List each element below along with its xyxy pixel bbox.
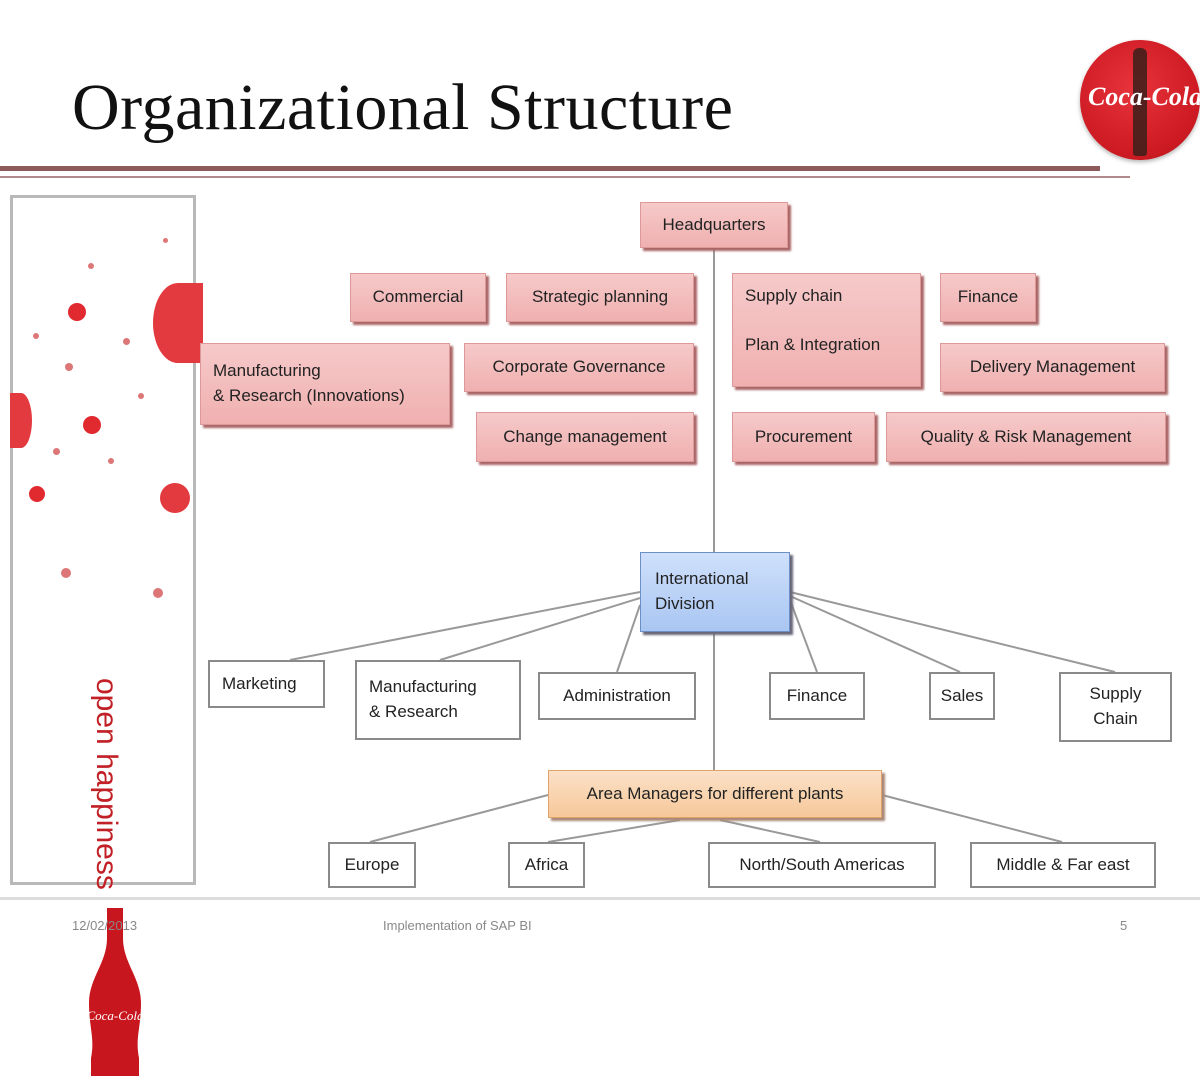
footer-divider <box>0 897 1200 900</box>
bubble-icon <box>138 393 144 399</box>
connector-line <box>719 819 821 843</box>
decorative-side-panel: open happiness Coca-Cola <box>10 195 203 1076</box>
node-supply-chain-plan: Supply chain Plan & Integration <box>732 273 921 387</box>
page-number: 5 <box>1120 918 1128 933</box>
node-international-division: International Division <box>640 552 790 632</box>
node-middle-far-east: Middle & Far east <box>970 842 1156 888</box>
coca-cola-logo: Coca-Cola <box>1080 40 1200 160</box>
bubble-icon <box>29 486 45 502</box>
logo-text: Coca-Cola <box>1088 82 1200 111</box>
connector-lines <box>289 248 1116 843</box>
bubble-icon <box>108 458 114 464</box>
bubble-icon <box>153 588 163 598</box>
connector-line <box>789 599 818 673</box>
bubble-icon <box>153 283 203 363</box>
bubble-icon <box>123 338 130 345</box>
bubble-icon <box>61 568 71 578</box>
footer-date: 12/02/2013 <box>72 918 138 933</box>
footer-title: Implementation of SAP BI <box>383 918 532 933</box>
node-marketing: Marketing <box>208 660 325 708</box>
slide-title: Organizational Structure <box>72 71 734 144</box>
bubble-icon <box>163 238 168 243</box>
node-corporate-governance: Corporate Governance <box>464 343 694 392</box>
node-quality-risk-management: Quality & Risk Management <box>886 412 1166 462</box>
node-finance-intl: Finance <box>769 672 865 720</box>
bubble-icon <box>83 416 101 434</box>
node-finance-hq: Finance <box>940 273 1036 322</box>
node-africa: Africa <box>508 842 585 888</box>
node-change-management: Change management <box>476 412 694 462</box>
node-procurement: Procurement <box>732 412 875 462</box>
title-divider <box>0 166 1100 171</box>
bubble-icon <box>10 393 32 448</box>
bubble-icon <box>33 333 39 339</box>
node-europe: Europe <box>328 842 416 888</box>
logo-bottle-icon <box>1133 48 1147 156</box>
node-strategic-planning: Strategic planning <box>506 273 694 322</box>
node-manufacturing-research-innovations: Manufacturing & Research (Innovations) <box>200 343 450 425</box>
node-area-managers: Area Managers for different plants <box>548 770 882 818</box>
node-headquarters: Headquarters <box>640 202 788 248</box>
bubble-icon <box>65 363 73 371</box>
node-administration: Administration <box>538 672 696 720</box>
connector-line <box>547 819 681 843</box>
bubble-icon <box>88 263 94 269</box>
connector-line <box>616 604 641 673</box>
bottle-label: Coca-Cola <box>86 1008 144 1023</box>
node-sales: Sales <box>929 672 995 720</box>
node-commercial: Commercial <box>350 273 486 322</box>
node-supply-chain-intl: Supply Chain <box>1059 672 1172 742</box>
connector-line <box>289 591 641 661</box>
bubble-icon <box>160 483 190 513</box>
bubble-icon <box>53 448 60 455</box>
bubble-icon <box>68 303 86 321</box>
connector-line <box>789 595 961 673</box>
node-north-south-americas: North/South Americas <box>708 842 936 888</box>
title-divider-thin <box>0 176 1130 178</box>
connector-line <box>439 597 641 661</box>
connector-line <box>881 794 1063 843</box>
connector-line <box>369 794 549 843</box>
connector-line <box>789 591 1116 673</box>
node-manufacturing-research: Manufacturing & Research <box>355 660 521 740</box>
node-delivery-management: Delivery Management <box>940 343 1165 392</box>
